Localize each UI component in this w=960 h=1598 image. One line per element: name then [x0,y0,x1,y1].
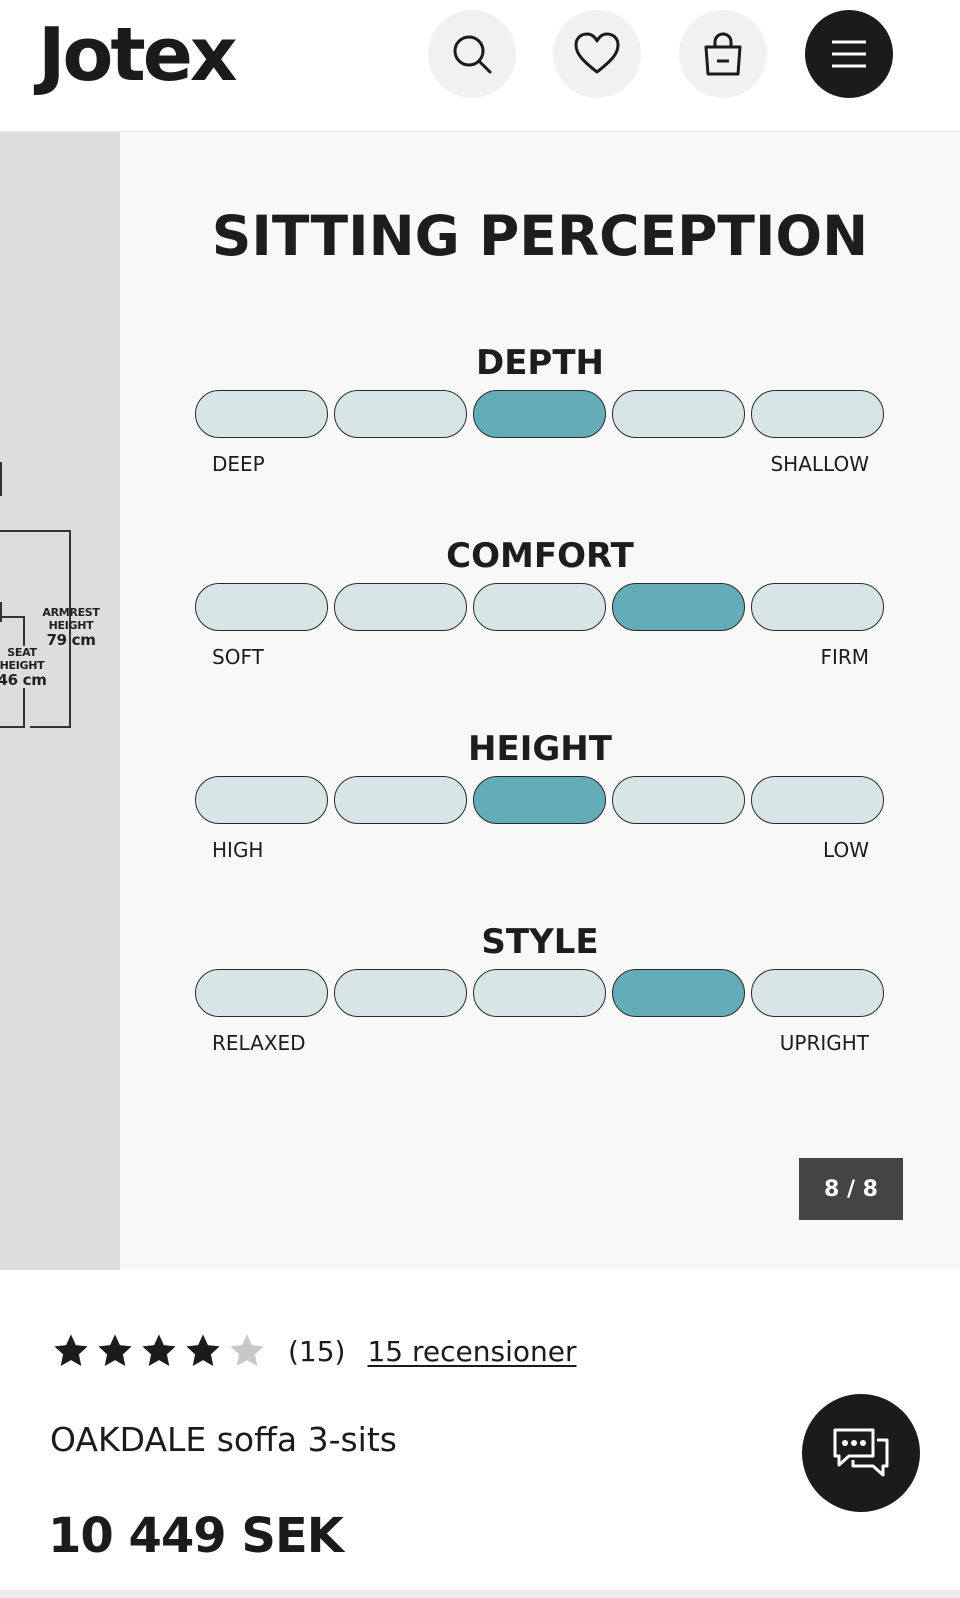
scale-pill [751,583,884,631]
scale-pill [751,969,884,1017]
star-empty-icon [230,1334,264,1367]
star-filled-icon [98,1334,132,1367]
dimension-line [0,530,70,532]
scale-ends: HIGH LOW [195,838,885,862]
scale-name: COMFORT [446,536,634,576]
dimension-line [0,726,25,728]
scale-ends: DEEP SHALLOW [195,452,885,476]
menu-icon [832,40,866,68]
rating-count: (15) [288,1334,346,1368]
star-filled-icon [186,1334,220,1367]
product-price: 10 449 SEK [48,1508,344,1564]
star-filled-icon [142,1334,176,1367]
search-button[interactable] [428,10,516,98]
scale-pill [473,583,606,631]
bottom-divider [0,1590,960,1598]
sitting-perception-slide[interactable]: SITTING PERCEPTION DEPTH DEEP SHALLOW CO… [120,132,960,1270]
scale-pill [195,969,328,1017]
reviews-link[interactable]: 15 recensioner [367,1334,577,1368]
dimension-line [0,616,24,618]
scale-right-label: SHALLOW [770,452,869,476]
previous-slide-dimensions[interactable]: ARMREST HEIGHT 79 cm SEAT HEIGHT 46 cm [0,132,120,1270]
scale-pills [195,969,885,1017]
scale-right-label: FIRM [820,645,869,669]
scale-pill [334,390,467,438]
scale-pill [195,390,328,438]
product-name: OAKDALE soffa 3-sits [50,1420,397,1459]
scale-pill [334,969,467,1017]
armrest-height-label: ARMREST HEIGHT 79 cm [42,606,100,649]
wishlist-button[interactable] [553,10,641,98]
dimension-line [30,726,71,728]
slide-counter: 8 / 8 [799,1158,903,1220]
dimension-line [0,462,2,496]
scale-left-label: SOFT [212,645,264,669]
scale-pill-selected [612,583,745,631]
scale-height: HEIGHT HIGH LOW [195,728,885,862]
product-rating: (15) 15 recensioner [52,1332,577,1370]
scale-left-label: DEEP [212,452,265,476]
scale-style: STYLE RELAXED UPRIGHT [195,921,885,1055]
scale-pills [195,390,885,438]
dimension-line [69,530,71,728]
scale-name: STYLE [481,922,599,962]
heart-icon [574,32,620,74]
scale-pill [751,390,884,438]
scale-pill [751,776,884,824]
site-header: Jotex [0,0,960,132]
scale-pill [334,776,467,824]
product-image-gallery[interactable]: ARMREST HEIGHT 79 cm SEAT HEIGHT 46 cm S… [0,132,960,1270]
dimension-line [0,602,2,622]
scale-right-label: UPRIGHT [779,1031,869,1055]
scale-left-label: RELAXED [212,1031,306,1055]
jotex-logo[interactable]: Jotex [38,12,238,98]
scale-comfort: COMFORT SOFT FIRM [195,535,885,669]
scale-pill [195,776,328,824]
seat-height-label: SEAT HEIGHT 46 cm [0,646,50,688]
scale-ends: SOFT FIRM [195,645,885,669]
scale-pills [195,583,885,631]
scale-pill [195,583,328,631]
scale-pill [612,776,745,824]
scale-pill-selected [473,776,606,824]
star-filled-icon [54,1334,88,1367]
scale-ends: RELAXED UPRIGHT [195,1031,885,1055]
scale-pill [473,969,606,1017]
scale-depth: DEPTH DEEP SHALLOW [195,342,885,476]
scale-pills [195,776,885,824]
chat-icon [833,1428,889,1477]
scale-right-label: LOW [823,838,869,862]
scale-left-label: HIGH [212,838,264,862]
chat-button[interactable] [802,1394,920,1512]
slide-title: SITTING PERCEPTION [211,204,869,268]
scale-pill [334,583,467,631]
search-icon [453,35,492,74]
rating-stars [52,1332,272,1370]
scale-pill-selected [473,390,606,438]
cart-button[interactable] [679,10,767,98]
scale-name: DEPTH [475,343,604,383]
scale-name: HEIGHT [468,729,612,769]
scale-pill [612,390,745,438]
bag-icon [704,32,742,76]
menu-button[interactable] [805,10,893,98]
scale-pill-selected [612,969,745,1017]
